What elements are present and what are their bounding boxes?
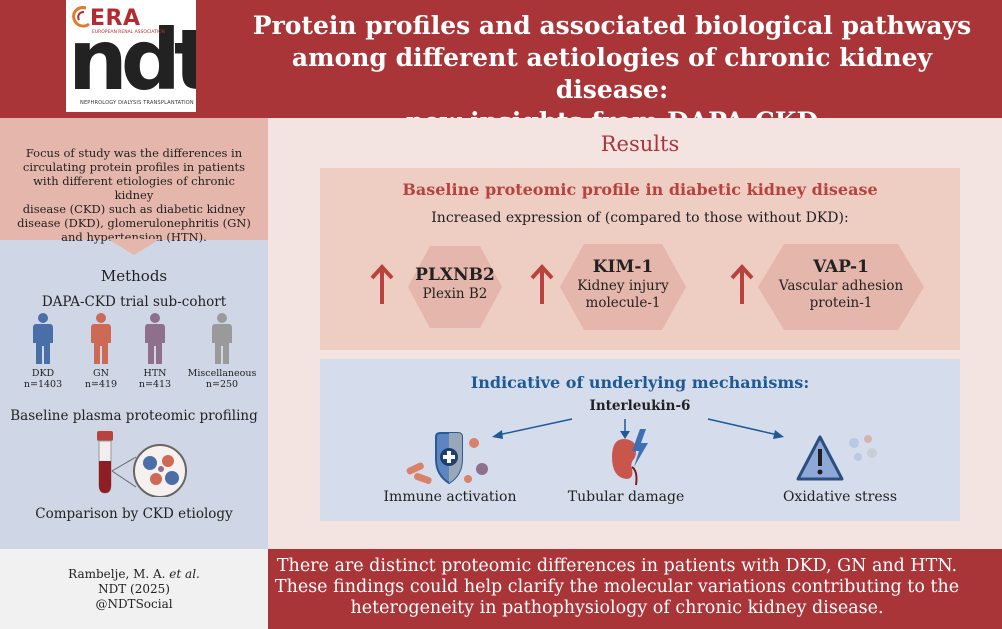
citation-author: Rambelje, M. A.	[68, 567, 170, 581]
methods-heading: Methods	[100, 267, 168, 285]
era-swirl-icon	[72, 6, 90, 28]
title-line-2: among different aetiologies of chronic k…	[291, 43, 933, 104]
person-icon	[212, 313, 232, 364]
baseline-profile-box: Baseline proteomic profile in diabetic k…	[320, 168, 960, 350]
blood-tube-icon	[97, 431, 187, 497]
interleukin-label: Interleukin-6	[589, 398, 691, 414]
cohort-name: GN	[93, 368, 109, 379]
cohort-gn: GN n=419	[72, 312, 130, 390]
methods-sidebar: Focus of study was the differences in ci…	[0, 118, 268, 549]
protein-name: KIM-1	[592, 257, 654, 277]
hexagon-shape	[408, 246, 502, 328]
results-heading: Results	[600, 132, 680, 156]
mechanism-oxidative-stress: Oxidative stress	[782, 489, 898, 505]
protein-desc: Plexin B2	[422, 286, 488, 302]
focus-line: disease (DKD), glomerulonephritis (GN)	[17, 216, 251, 230]
cohort-count: n=1403	[23, 379, 63, 390]
protein-desc: molecule-1	[585, 295, 661, 311]
conclusion-line: These findings could help clarify the mo…	[274, 577, 960, 597]
shield-cross-icon	[406, 432, 488, 485]
focus-line: with different etiologies of chronic kid…	[33, 174, 235, 202]
focus-line: circulating protein profiles in patients	[22, 160, 246, 174]
cohort-name: HTN	[143, 368, 167, 379]
logo-era-text: ERA	[90, 6, 141, 31]
focus-pointer	[108, 239, 160, 255]
cohort-name: Miscellaneous	[187, 368, 257, 379]
logo-ndt-text: ndt	[68, 11, 196, 109]
mechanisms-box: Indicative of underlying mechanisms: Int…	[320, 359, 960, 521]
citation-author-line: Rambelje, M. A. et al.	[0, 567, 268, 582]
up-arrow-icon	[730, 264, 754, 304]
citation: Rambelje, M. A. et al. NDT (2025) @NDTSo…	[0, 567, 268, 612]
cohort-miscellaneous: Miscellaneous n=250	[184, 312, 260, 390]
conclusion-line: There are distinct proteomic differences…	[276, 556, 958, 576]
protein-desc: Kidney injury	[577, 278, 669, 294]
person-icon	[145, 313, 165, 364]
cohort-count: n=250	[205, 379, 239, 390]
trial-label: DAPA-CKD trial sub-cohort	[41, 294, 227, 310]
cohort-count: n=413	[138, 379, 172, 390]
protein-plxnb2: PLXNB2 Plexin B2	[406, 264, 504, 303]
conclusion-text: There are distinct proteomic differences…	[232, 556, 1002, 619]
hexagon-shape	[560, 244, 686, 330]
mechanisms-heading: Indicative of underlying mechanisms:	[470, 373, 810, 392]
study-focus-box: Focus of study was the differences in ci…	[0, 118, 268, 244]
citation-social[interactable]: @NDTSocial	[95, 597, 173, 611]
up-arrow-icon	[370, 264, 394, 304]
logo-subtitle: NEPHROLOGY DIALYSIS TRANSPLANTATION	[80, 100, 194, 106]
warning-triangle-icon	[796, 435, 877, 481]
up-arrow-icon	[530, 264, 554, 304]
profiling-label: Baseline plasma proteomic profiling	[10, 408, 258, 424]
mechanism-immune-activation: Immune activation	[383, 489, 517, 505]
protein-name: PLXNB2	[415, 265, 495, 285]
study-focus-text: Focus of study was the differences in ci…	[12, 146, 256, 244]
citation-etal: et al.	[169, 567, 200, 581]
focus-line: Focus of study was the differences in	[25, 146, 243, 160]
protein-kim-1: KIM-1 Kidney injury molecule-1	[558, 256, 688, 312]
person-icon	[33, 313, 53, 364]
comparison-label: Comparison by CKD etiology	[35, 506, 233, 522]
conclusion-line: heterogeneity in pathophysiology of chro…	[350, 598, 884, 618]
logo-era-subtitle: EUROPEAN RENAL ASSOCIATION	[92, 30, 166, 35]
cohort-dkd: DKD n=1403	[14, 312, 72, 390]
protein-desc: Vascular adhesion	[778, 278, 904, 294]
person-icon	[91, 313, 111, 364]
cohort-name: DKD	[31, 368, 55, 379]
focus-line: and hypertension (HTN).	[61, 230, 207, 244]
protein-name: VAP-1	[813, 257, 869, 277]
kidney-lightning-icon	[612, 429, 648, 486]
cohort-count: n=419	[84, 379, 118, 390]
protein-vap-1: VAP-1 Vascular adhesion protein-1	[756, 256, 926, 312]
citation-journal: NDT (2025)	[98, 582, 170, 596]
focus-line: disease (CKD) such as diabetic kidney	[22, 202, 246, 216]
hexagon-shape	[758, 244, 924, 330]
ndt-logo: ndt ERA EUROPEAN RENAL ASSOCIATION NEPHR…	[66, 0, 196, 112]
baseline-heading: Baseline proteomic profile in diabetic k…	[402, 180, 878, 199]
mechanism-arrows	[492, 418, 784, 439]
protein-desc: protein-1	[809, 295, 873, 311]
title-line-1: Protein profiles and associated biologic…	[252, 11, 972, 40]
cohort-htn: HTN n=413	[126, 312, 184, 390]
citation-box: Rambelje, M. A. et al. NDT (2025) @NDTSo…	[0, 549, 268, 629]
header-banner: ndt ERA EUROPEAN RENAL ASSOCIATION NEPHR…	[0, 0, 1002, 136]
baseline-subheading: Increased expression of (compared to tho…	[431, 210, 849, 226]
mechanism-tubular-damage: Tubular damage	[567, 489, 685, 505]
